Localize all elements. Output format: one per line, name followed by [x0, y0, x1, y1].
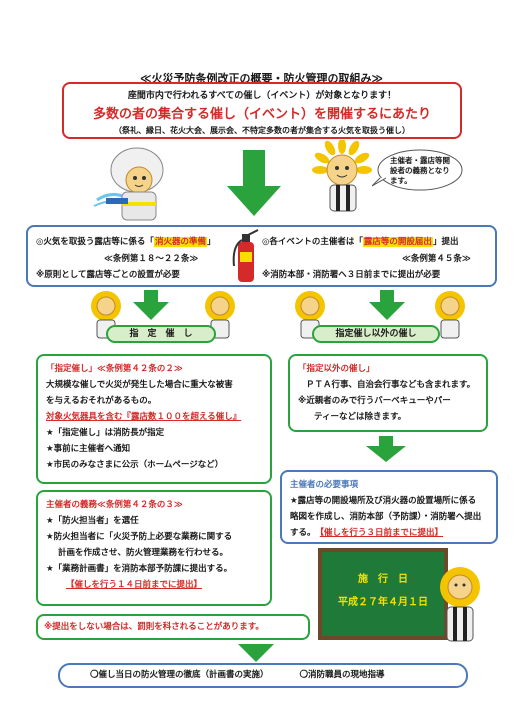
requirement-right-article: ≪条例第４５条≫ [402, 254, 471, 264]
intro-line-3: （祭礼、縁日、花火大会、展示会、不特定多数の者が集合する火気を取扱う催し） [114, 126, 410, 135]
non-designated-heading: 「指定以外の催し」 [298, 364, 375, 374]
effective-date-board: 施 行 日 平成２７年４月１日 [318, 548, 448, 640]
designated-text-1: 大規模な催しで火災が発生した場合に重大な被害 [46, 380, 233, 390]
sunflower-mascot-small-icon [295, 291, 325, 339]
sunflower-mascot-small-icon [435, 291, 465, 339]
requirements-text-1: ★露店等の開設場所及び消火器の設置場所に係る [290, 496, 477, 506]
requirements-text-3: する。 [290, 528, 312, 538]
requirement-left-article: ≪条例第１８～２２条≫ [104, 254, 199, 264]
duties-bullet-2b: 計画を作成させ、防火管理業務を行わせる。 [58, 548, 229, 558]
intro-line-2: 多数の者の集合する催し（イベント）を開催するにあたり [92, 107, 431, 122]
sunflower-mascot-small-icon [205, 291, 235, 339]
non-designated-text-3: ティーなどは除きます。 [314, 412, 407, 422]
page-title: ≪火災予防条例改正の概要・防火管理の取組み≫ [139, 72, 384, 85]
requirement-left-title: ◎火気を取扱う露店等に係る「消火器の準備」 [36, 235, 215, 247]
requirement-right-prefix: ◎各イベントの主催者は「 [262, 237, 363, 247]
duties-heading: 主催者の義務≪条例第４２条の３≫ [46, 500, 183, 510]
left-arrow-shaft [144, 290, 158, 304]
designated-event-bar: 指 定 催 し [106, 325, 216, 343]
right-arrowhead-icon [369, 302, 405, 320]
designated-text-2: を与えるおそれがあるもの。 [46, 396, 157, 406]
sunflower-mascot-icon [440, 567, 480, 642]
requirement-left-suffix: 」 [206, 237, 216, 247]
sunflower-mascot-icon [312, 140, 372, 212]
intro-line-1: 座間市内で行われるすべての催し（イベント）が対象となります！ [127, 91, 397, 101]
bottom-item-2: 〇消防職員の現地指導 [299, 670, 385, 680]
right-down-arrow-icon [366, 436, 406, 462]
requirements-deadline: 【催しを行う３日前までに提出】 [319, 528, 444, 538]
organizer-duties-box: 主催者の義務≪条例第４２条の３≫ ★「防火担当者」を選任 ★防火担当者に「火災予… [36, 490, 272, 606]
down-arrowhead-icon [227, 186, 281, 216]
non-designated-event-box: 「指定以外の催し」 ＰＴＡ行事、自治会行事なども含まれます。 ※近親者のみで行う… [288, 354, 488, 432]
non-designated-text-2: ※近親者のみで行うバーベキューやパー [298, 396, 451, 406]
designated-heading: 「指定催し」≪条例第４２条の２≫ [46, 364, 183, 374]
designated-event-box: 「指定催し」≪条例第４２条の２≫ 大規模な催しで火災が発生した場合に重大な被害 … [36, 354, 272, 484]
non-designated-event-bar: 指定催し以外の催し [312, 325, 440, 343]
requirement-left-note: ※原則として露店等ごとの設置が必要 [36, 270, 180, 280]
requirements-text-2: 略図を作成し、消防本部（予防課）・消防署へ提出 [290, 512, 482, 522]
effective-label: 施 行 日 [358, 574, 408, 585]
designated-bullet-3: ★市民のみなさまに公示（ホームページなど） [46, 460, 224, 470]
bottom-item-1: 〇催し当日の防火管理の徹底（計画書の実施） [90, 670, 269, 680]
requirement-left-highlight: 消火器の準備 [153, 237, 207, 247]
firefighter-mascot-icon [93, 147, 164, 221]
requirement-right-note: ※消防本部・消防署へ３日前までに提出が必要 [262, 270, 441, 280]
sunflower-mascot-small-icon [91, 291, 121, 339]
bottom-box: 〇催し当日の防火管理の徹底（計画書の実施） 〇消防職員の現地指導 [58, 663, 468, 688]
designated-criteria: 対象火気器具を含む『露店数１００を超える催し』 [46, 412, 242, 422]
down-arrow-icon [243, 150, 265, 190]
penalty-text: ※提出をしない場合は、罰則を科されることがあります。 [44, 622, 264, 632]
requirements-heading: 主催者の必要事項 [290, 480, 359, 490]
requirement-right-title: ◎各イベントの主催者は「露店等の開設届出」提出 [262, 235, 458, 247]
non-designated-text-1: ＰＴＡ行事、自治会行事なども含まれます。 [306, 380, 476, 390]
organizer-requirements-box: 主催者の必要事項 ★露店等の開設場所及び消火器の設置場所に係る 略図を作成し、消… [280, 470, 498, 544]
duties-bullet-3: ★「業務計画書」を消防本部予防課に提出する。 [46, 564, 233, 574]
requirements-line-3: する。 【催しを行う３日前までに提出】 [290, 525, 488, 541]
requirement-right-highlight: 露店等の開設届出 [362, 237, 433, 247]
designated-bullet-2: ★事前に主催者へ通知 [46, 444, 131, 454]
duties-deadline: 【催しを行う１４日前までに提出】 [66, 580, 203, 590]
requirement-right-suffix: 」提出 [432, 237, 459, 247]
right-arrow-shaft [380, 290, 394, 304]
duties-bullet-2: ★防火担当者に「火災予防上必要な業務に関する [46, 532, 233, 542]
duties-bullet-1: ★「防火担当者」を選任 [46, 516, 139, 526]
intro-box: 座間市内で行われるすべての催し（イベント）が対象となります！ 多数の者の集合する… [62, 82, 462, 139]
speech-bubble-icon [372, 149, 463, 191]
bottom-down-arrow-icon [238, 644, 274, 662]
requirement-left-quote: 「 [145, 237, 154, 247]
designated-bullet-1: ★「指定催し」は消防長が指定 [46, 428, 165, 438]
effective-date: 平成２７年４月１日 [338, 597, 428, 608]
fire-extinguisher-icon [232, 229, 259, 282]
speech-text: 主催者・露店等開設者の義務となります。 [390, 156, 450, 185]
requirements-box [26, 225, 497, 287]
requirement-left-prefix: ◎火気を取扱う露店等に係る [36, 237, 146, 247]
left-arrowhead-icon [133, 302, 169, 320]
penalty-box: ※提出をしない場合は、罰則を科されることがあります。 [36, 614, 310, 640]
